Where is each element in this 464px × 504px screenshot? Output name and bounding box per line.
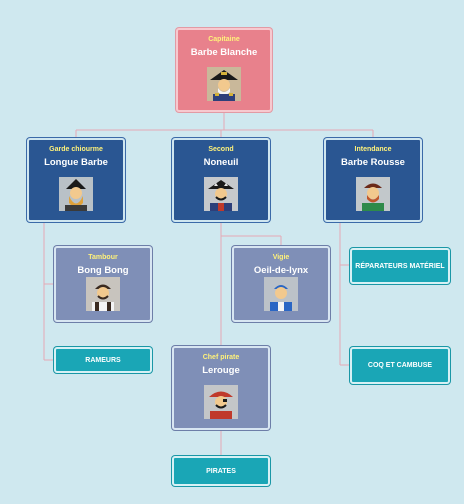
second-box[interactable]: Second Noneuil — [172, 138, 270, 222]
captain-name: Barbe Blanche — [190, 47, 258, 58]
chef-pirate-name: Lerouge — [202, 365, 240, 376]
second-portrait — [204, 177, 238, 211]
captain-role: Capitaine — [208, 36, 240, 43]
chef-pirate-role: Chef pirate — [202, 354, 240, 361]
garde-chiourme-role: Garde chiourme — [49, 146, 103, 153]
second-name: Noneuil — [203, 157, 239, 168]
vigie-name: Oeil-de-lynx — [253, 265, 309, 276]
second-role: Second — [208, 146, 234, 153]
tambour-portrait — [86, 277, 120, 311]
intendance-portrait — [356, 177, 390, 211]
vigie-role: Vigie — [272, 254, 290, 261]
garde-chiourme-box[interactable]: Garde chiourme Longue Barbe — [27, 138, 125, 222]
garde-chiourme-portrait — [59, 177, 93, 211]
vigie-box[interactable]: Vigie Oeil-de-lynx — [232, 246, 330, 322]
tambour-box[interactable]: Tambour Bong Bong — [54, 246, 152, 322]
reparateurs-materiel-box[interactable]: RÉPARATEURS MATÉRIEL — [350, 248, 450, 284]
garde-chiourme-name: Longue Barbe — [44, 157, 108, 168]
tambour-name: Bong Bong — [77, 265, 129, 276]
pirates-box[interactable]: PIRATES — [172, 456, 270, 486]
intendance-role: Intendance — [354, 146, 392, 153]
intendance-box[interactable]: Intendance Barbe Rousse — [324, 138, 422, 222]
chef-pirate-box[interactable]: Chef pirate Lerouge — [172, 346, 270, 430]
chef-pirate-portrait — [204, 385, 238, 419]
coq-et-cambuse-box[interactable]: COQ ET CAMBUSE — [350, 347, 450, 384]
vigie-portrait — [264, 277, 298, 311]
captain-box[interactable]: Capitaine Barbe Blanche — [176, 28, 272, 112]
captain-portrait — [207, 67, 241, 101]
tambour-role: Tambour — [88, 254, 118, 261]
intendance-name: Barbe Rousse — [341, 157, 405, 168]
rameurs-box[interactable]: RAMEURS — [54, 347, 152, 373]
